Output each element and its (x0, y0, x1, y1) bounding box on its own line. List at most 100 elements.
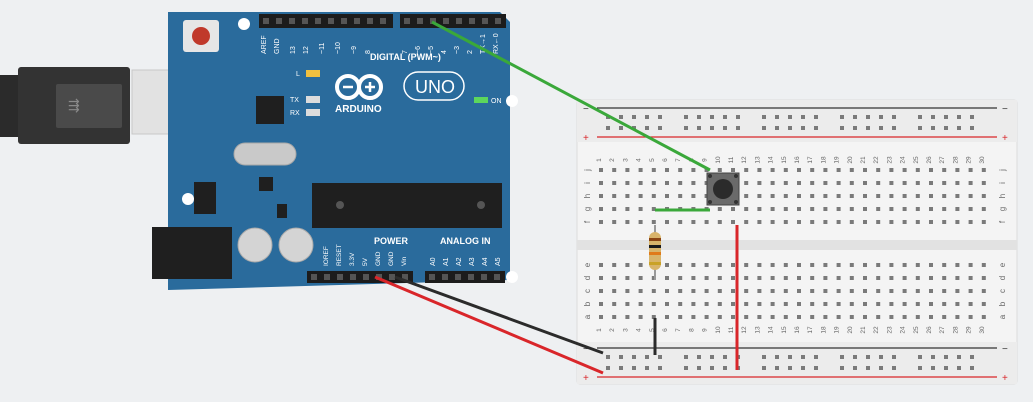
breadboard-hole[interactable] (849, 276, 854, 280)
breadboard-hole[interactable] (797, 302, 801, 306)
breadboard-hole[interactable] (599, 276, 603, 280)
rail-hole[interactable] (866, 126, 870, 130)
breadboard-hole[interactable] (744, 207, 749, 211)
header-pin[interactable] (363, 274, 369, 280)
breadboard-hole[interactable] (942, 220, 947, 224)
breadboard-hole[interactable] (797, 181, 801, 185)
breadboard-hole[interactable] (612, 315, 617, 319)
breadboard-hole[interactable] (942, 276, 947, 280)
breadboard-hole[interactable] (889, 315, 894, 319)
header-pin[interactable] (495, 18, 501, 24)
breadboard-hole[interactable] (810, 168, 815, 172)
breadboard-hole[interactable] (783, 276, 788, 280)
breadboard-hole[interactable] (678, 276, 683, 280)
rail-hole[interactable] (866, 115, 870, 119)
breadboard-hole[interactable] (625, 302, 630, 306)
breadboard-hole[interactable] (981, 194, 986, 198)
header-pin[interactable] (367, 18, 373, 24)
breadboard-hole[interactable] (770, 289, 775, 293)
breadboard-hole[interactable] (638, 263, 643, 267)
rail-hole[interactable] (775, 355, 779, 359)
breadboard-hole[interactable] (902, 289, 907, 293)
breadboard-hole[interactable] (915, 315, 920, 319)
breadboard-hole[interactable] (955, 276, 960, 280)
breadboard-hole[interactable] (863, 207, 867, 211)
breadboard-hole[interactable] (929, 302, 933, 306)
breadboard-hole[interactable] (810, 276, 815, 280)
breadboard-hole[interactable] (915, 168, 920, 172)
breadboard-hole[interactable] (823, 168, 828, 172)
header-pin[interactable] (341, 18, 347, 24)
rail-hole[interactable] (697, 355, 701, 359)
breadboard-hole[interactable] (929, 276, 933, 280)
breadboard-hole[interactable] (665, 302, 669, 306)
breadboard-hole[interactable] (625, 289, 630, 293)
rail-hole[interactable] (931, 366, 935, 370)
breadboard-hole[interactable] (902, 207, 907, 211)
breadboard-hole[interactable] (981, 207, 986, 211)
rail-hole[interactable] (944, 126, 948, 130)
header-pin[interactable] (469, 18, 475, 24)
header-pin[interactable] (417, 18, 423, 24)
breadboard-hole[interactable] (665, 289, 669, 293)
breadboard-hole[interactable] (770, 181, 775, 185)
breadboard-hole[interactable] (612, 220, 617, 224)
rail-hole[interactable] (788, 126, 792, 130)
breadboard-hole[interactable] (717, 276, 722, 280)
breadboard-hole[interactable] (678, 181, 683, 185)
breadboard-hole[interactable] (942, 289, 947, 293)
breadboard-hole[interactable] (876, 207, 881, 211)
rail-hole[interactable] (645, 126, 649, 130)
breadboard-hole[interactable] (665, 220, 669, 224)
rail-hole[interactable] (866, 366, 870, 370)
pushbutton-cap[interactable] (713, 179, 733, 199)
rail-hole[interactable] (684, 366, 688, 370)
breadboard-hole[interactable] (638, 289, 643, 293)
breadboard-hole[interactable] (770, 194, 775, 198)
header-pin[interactable] (389, 274, 395, 280)
breadboard-hole[interactable] (691, 263, 696, 267)
rail-hole[interactable] (801, 126, 805, 130)
breadboard-hole[interactable] (625, 220, 630, 224)
rail-hole[interactable] (918, 355, 922, 359)
breadboard-hole[interactable] (823, 181, 828, 185)
black-wire-gnd-to-minus-rail[interactable] (394, 275, 604, 355)
breadboard-hole[interactable] (876, 168, 881, 172)
breadboard-hole[interactable] (981, 263, 986, 267)
rail-hole[interactable] (879, 126, 883, 130)
header-pin[interactable] (302, 18, 308, 24)
rail-hole[interactable] (944, 355, 948, 359)
breadboard-hole[interactable] (625, 168, 630, 172)
breadboard-hole[interactable] (849, 194, 854, 198)
resistor[interactable] (649, 225, 661, 280)
header-pin[interactable] (482, 18, 488, 24)
rail-hole[interactable] (762, 115, 766, 119)
breadboard-hole[interactable] (823, 194, 828, 198)
rail-hole[interactable] (658, 366, 662, 370)
breadboard-hole[interactable] (942, 207, 947, 211)
breadboard-hole[interactable] (955, 263, 960, 267)
breadboard-hole[interactable] (757, 263, 762, 267)
breadboard-hole[interactable] (810, 181, 815, 185)
rail-hole[interactable] (658, 355, 662, 359)
rail-hole[interactable] (606, 355, 610, 359)
breadboard-hole[interactable] (731, 207, 735, 211)
breadboard-hole[interactable] (665, 263, 669, 267)
breadboard-hole[interactable] (731, 263, 735, 267)
rail-hole[interactable] (840, 355, 844, 359)
breadboard-hole[interactable] (691, 289, 696, 293)
breadboard-hole[interactable] (797, 220, 801, 224)
rail-hole[interactable] (918, 126, 922, 130)
breadboard-hole[interactable] (876, 315, 881, 319)
rail-hole[interactable] (931, 355, 935, 359)
breadboard-hole[interactable] (929, 207, 933, 211)
rail-hole[interactable] (944, 115, 948, 119)
rail-hole[interactable] (645, 115, 649, 119)
rail-hole[interactable] (892, 366, 896, 370)
rail-hole[interactable] (710, 115, 714, 119)
breadboard-hole[interactable] (651, 289, 656, 293)
breadboard-hole[interactable] (942, 302, 947, 306)
header-pin[interactable] (289, 18, 295, 24)
breadboard-hole[interactable] (889, 263, 894, 267)
reset-button[interactable] (192, 27, 210, 45)
